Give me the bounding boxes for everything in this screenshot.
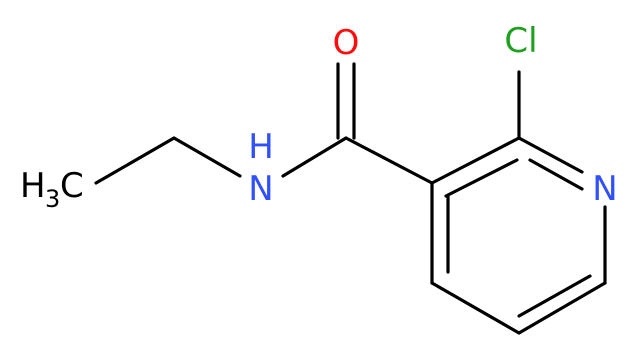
methyl-subscript: 3 xyxy=(45,185,60,213)
bond-c6-c5 xyxy=(517,281,607,335)
bond-carbonyl-ring xyxy=(344,136,434,185)
bonds xyxy=(94,62,607,335)
bond-ch3-ch2 xyxy=(94,136,176,185)
bond-c3-c2 xyxy=(430,136,521,185)
ring-nitrogen-label: N xyxy=(592,169,617,209)
methyl-label: H 3 C xyxy=(20,166,84,213)
bond-n-amide-carbonyl xyxy=(281,136,348,178)
methyl-hydrogen: H xyxy=(20,166,46,206)
bond-c5-c4 xyxy=(430,281,521,335)
amide-nitrogen-label: N xyxy=(248,169,273,209)
methyl-carbon: C xyxy=(60,166,84,206)
bond-c2-n-ring-inner xyxy=(528,158,584,191)
chlorine-label: Cl xyxy=(504,21,537,61)
bond-c2-n-ring xyxy=(517,136,584,174)
bond-ch2-n-amide xyxy=(172,136,242,178)
bond-c6-c5-inner xyxy=(517,274,592,318)
oxygen-label: O xyxy=(333,23,360,63)
bond-c3-c2-inner xyxy=(444,158,519,198)
atom-labels: O Cl N H N H 3 C xyxy=(20,21,618,213)
amide-hydrogen-label: H xyxy=(248,127,274,167)
